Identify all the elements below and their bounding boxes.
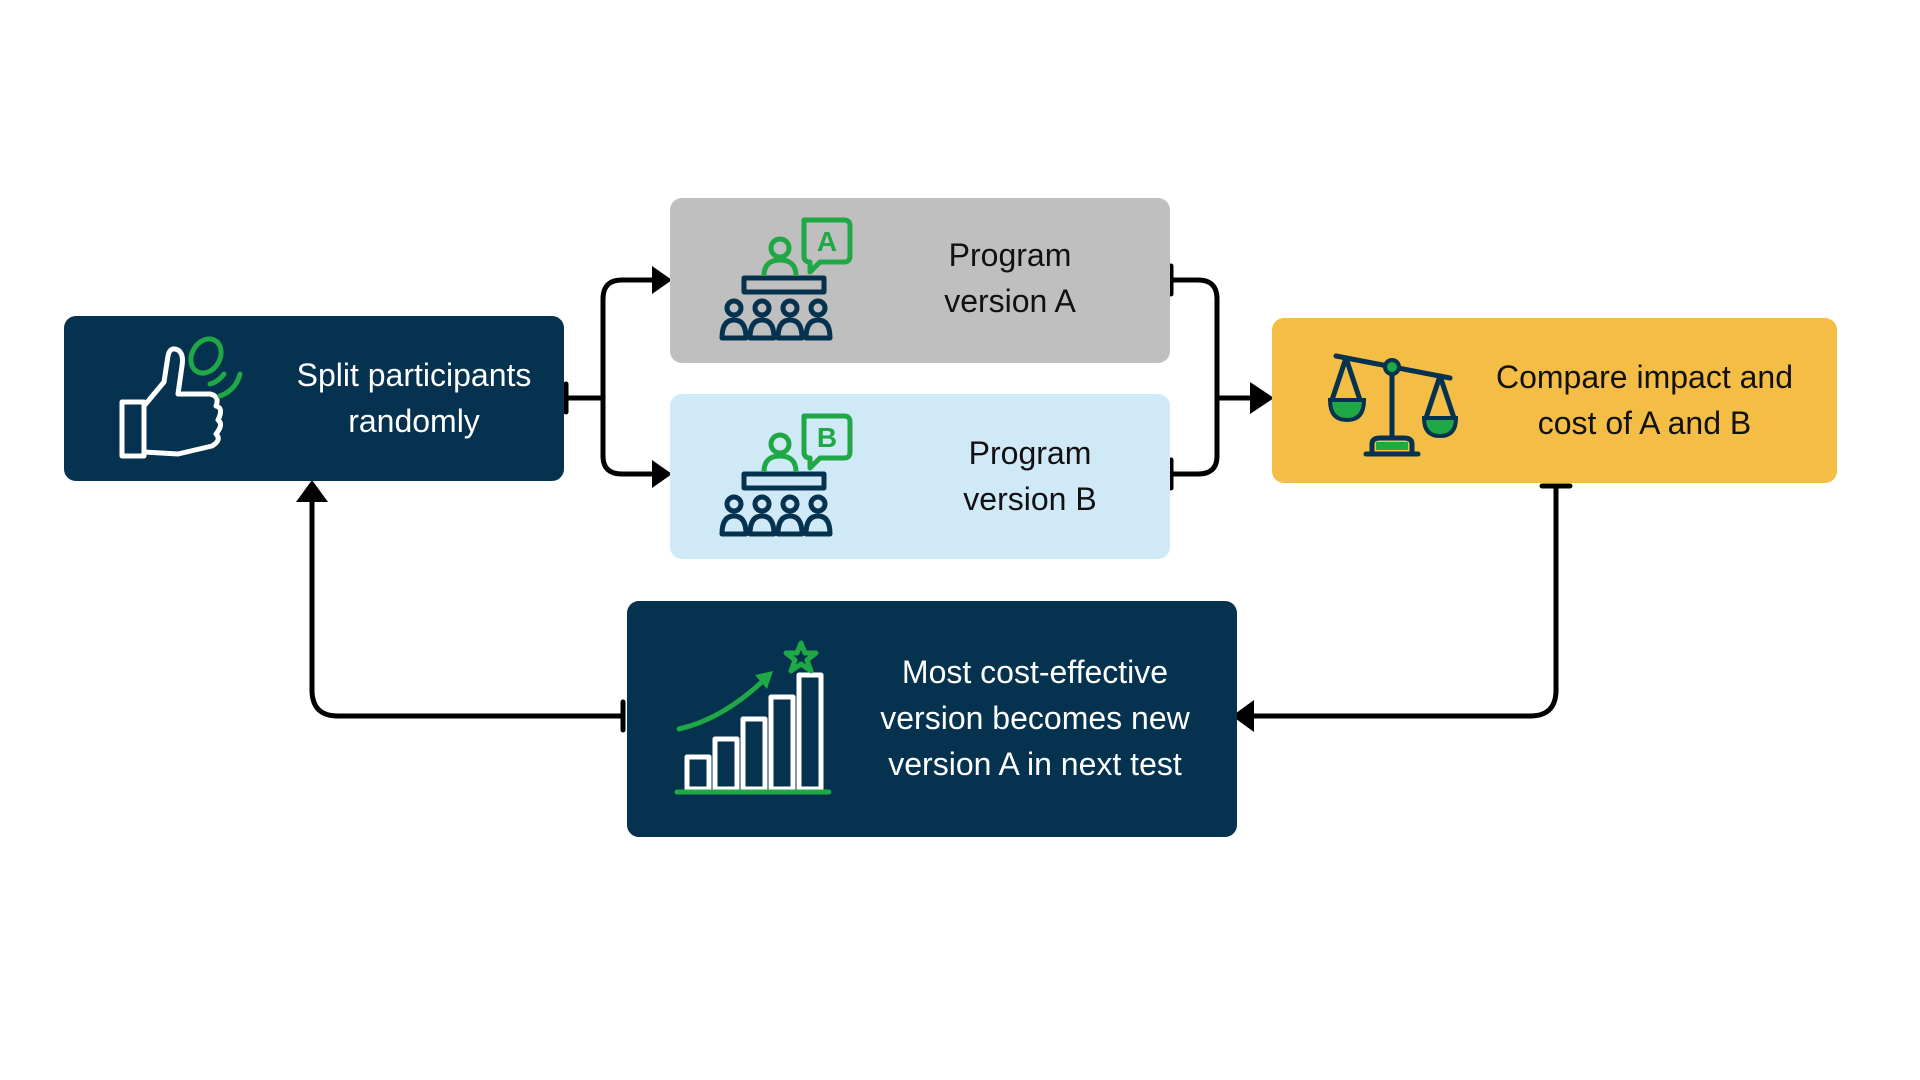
split-label-line2: randomly xyxy=(348,403,480,439)
split-label-line1: Split participants xyxy=(296,357,532,393)
winner-label-line1: Most cost-effective xyxy=(901,654,1169,690)
connector-winner-to-split xyxy=(309,497,626,719)
program-version-b-node: B Program version B xyxy=(670,394,1170,559)
connector-version-a-to-compare xyxy=(1168,277,1220,477)
arrowhead-to-split xyxy=(296,480,328,502)
thumb-flip-coin-icon xyxy=(119,336,243,459)
presenter-audience-a-icon: A xyxy=(719,217,853,341)
version-b-label-line1: Program xyxy=(968,435,1092,471)
arrowhead-to-compare xyxy=(1250,382,1274,414)
compare-impact-node: Compare impact and cost of A and B xyxy=(1272,318,1837,483)
cost-effective-winner-node: Most cost-effective version becomes new … xyxy=(627,601,1237,837)
version-b-label-line2: version B xyxy=(963,481,1097,517)
compare-label-line1: Compare impact and xyxy=(1495,359,1794,395)
version-b-badge: B xyxy=(817,422,837,453)
presenter-audience-b-icon: B xyxy=(719,413,853,537)
version-a-label-line1: Program xyxy=(948,237,1072,273)
connector-compare-to-winner xyxy=(1247,483,1559,719)
arrowhead-to-winner xyxy=(1232,700,1254,732)
arrowhead-to-version-b xyxy=(652,460,672,488)
growth-bar-chart-star-icon xyxy=(674,640,832,795)
winner-label-line3: version A in next test xyxy=(888,746,1182,782)
version-a-badge: A xyxy=(817,226,837,257)
program-version-a-node: A Program version A xyxy=(670,198,1170,363)
split-participants-node: Split participants randomly xyxy=(64,316,564,481)
compare-label-line2: cost of A and B xyxy=(1537,405,1752,441)
connector-split-to-version-b xyxy=(600,395,659,477)
winner-label-line2: version becomes new xyxy=(880,700,1190,736)
balance-scale-icon xyxy=(1328,353,1458,457)
version-a-label-line2: version A xyxy=(944,283,1076,319)
arrowhead-to-version-a xyxy=(652,266,672,294)
connector-split-to-versions xyxy=(563,277,659,401)
